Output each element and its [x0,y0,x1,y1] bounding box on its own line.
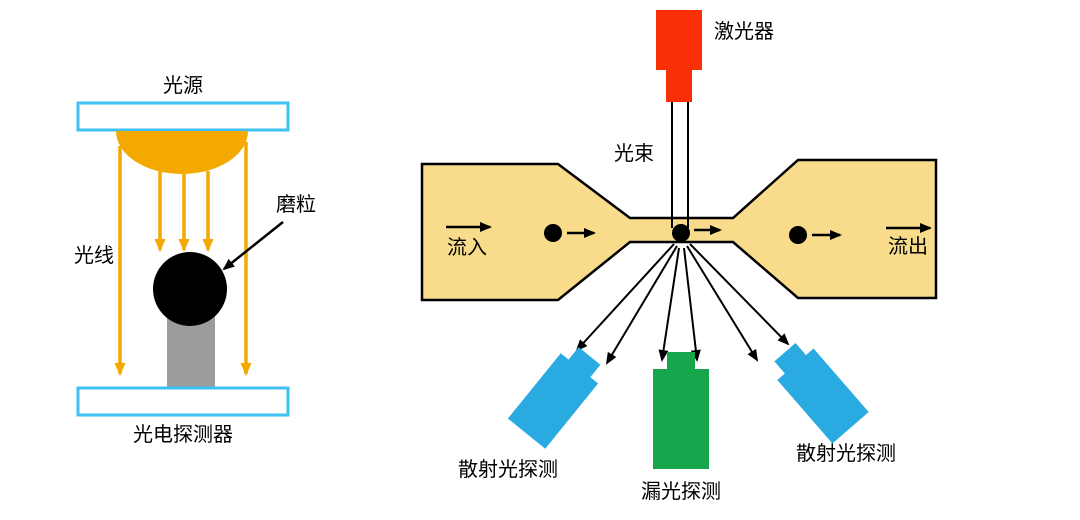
obscuration-diagram: 光源 光线 磨粒 光电探测器 [74,74,316,446]
leak-detector-body [653,369,709,469]
scatter-arrow-4 [683,247,701,362]
outflow-label: 流出 [888,235,928,258]
particle-pointer-arrow [222,221,284,271]
light-source-bar [76,101,290,132]
scatter-detector-right [774,343,869,444]
particle-label: 磨粒 [276,193,316,216]
scatter-detector-left-head [567,347,601,378]
laser-body [656,10,702,70]
light-ray-label: 光线 [74,244,114,267]
scatter-detector-right-label: 散射光探测 [796,442,896,465]
scatter-arrow-3 [658,247,680,362]
scattering-diagram: 激光器 光束 流入 流出 [420,10,938,503]
scatter-detector-right-head [774,343,807,375]
scatter-detector-left-body [507,353,599,449]
laser-label: 激光器 [714,20,774,43]
particle-dot-left [544,224,562,242]
scatter-detector-left [507,347,601,449]
beam-label: 光束 [614,142,654,165]
scatter-arrow-1 [575,243,675,352]
scatter-arrow-2 [605,245,678,365]
scatter-detector-left-label: 散射光探测 [458,458,558,481]
photodetector-bar [76,386,290,417]
scatter-arrow-6 [689,243,790,346]
photodetector-label: 光电探测器 [133,423,233,446]
wear-particle-circle [153,252,227,326]
laser-nozzle [666,70,692,102]
light-source-label: 光源 [163,74,203,97]
particle-dot-center [672,224,690,242]
inflow-label: 流入 [447,236,487,259]
scatter-arrow-5 [686,245,759,362]
particle-dot-right [789,226,807,244]
scatter-detector-right-body [777,348,869,444]
leak-detector-head [667,352,695,369]
leak-detector-label: 漏光探测 [641,480,721,503]
lens-shape [116,131,248,174]
